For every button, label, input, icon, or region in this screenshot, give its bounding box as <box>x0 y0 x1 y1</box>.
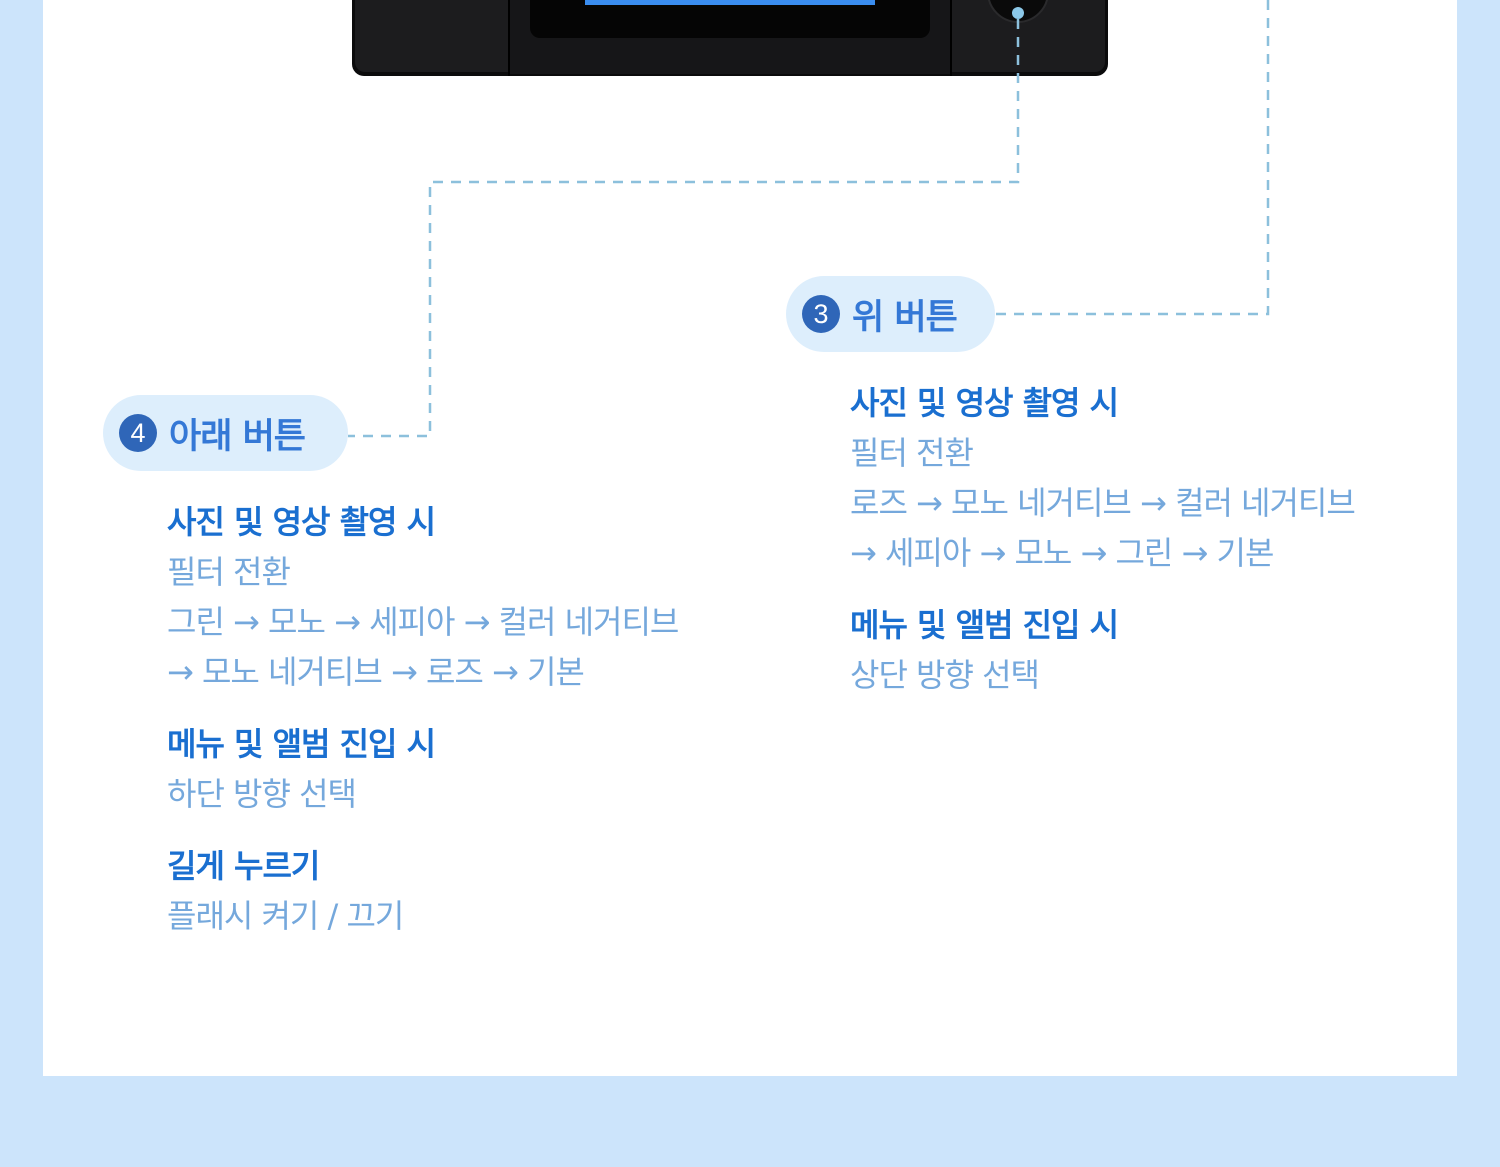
description-line: 그린 → 모노 → 세피아 → 컬러 네거티브 <box>167 603 679 641</box>
group-title: 사진 및 영상 촬영 시 <box>167 503 436 541</box>
down-button-description: 사진 및 영상 촬영 시 필터 전환 그린 → 모노 → 세피아 → 컬러 네거… <box>167 497 679 963</box>
description-line: 로즈 → 모노 네거티브 → 컬러 네거티브 <box>850 484 1356 522</box>
group-title: 사진 및 영상 촬영 시 <box>850 384 1119 422</box>
group-title: 메뉴 및 앨범 진입 시 <box>850 606 1119 644</box>
up-button-description: 사진 및 영상 촬영 시 필터 전환 로즈 → 모노 네거티브 → 컬러 네거티… <box>850 378 1356 722</box>
description-line: 상단 방향 선택 <box>850 656 1040 694</box>
description-line: 필터 전환 <box>850 434 974 472</box>
description-line: 플래시 켜기 / 끄기 <box>167 897 404 935</box>
description-group: 사진 및 영상 촬영 시 필터 전환 로즈 → 모노 네거티브 → 컬러 네거티… <box>850 378 1356 578</box>
down-button-title: 아래 버튼 <box>169 416 306 457</box>
description-line: → 세피아 → 모노 → 그린 → 기본 <box>850 534 1274 572</box>
description-group: 사진 및 영상 촬영 시 필터 전환 그린 → 모노 → 세피아 → 컬러 네거… <box>167 497 679 697</box>
badge-number-3: 3 <box>802 295 840 333</box>
badge-number-4: 4 <box>119 414 157 452</box>
description-line: 필터 전환 <box>167 553 291 591</box>
device-screen <box>585 0 875 5</box>
group-title: 메뉴 및 앨범 진입 시 <box>167 725 436 763</box>
up-button-title: 위 버튼 <box>852 297 958 338</box>
description-group: 메뉴 및 앨범 진입 시 하단 방향 선택 <box>167 719 678 819</box>
description-line: 하단 방향 선택 <box>167 775 357 813</box>
down-button-heading: 4 아래 버튼 <box>103 395 348 471</box>
up-button-heading: 3 위 버튼 <box>786 276 995 352</box>
description-group: 길게 누르기 플래시 켜기 / 끄기 <box>167 841 678 941</box>
group-title: 길게 누르기 <box>167 847 320 885</box>
device-screen-bezel <box>530 0 930 38</box>
camera-device-illustration <box>352 0 1108 76</box>
description-line: → 모노 네거티브 → 로즈 → 기본 <box>167 653 585 691</box>
description-group: 메뉴 및 앨범 진입 시 상단 방향 선택 <box>850 600 1355 700</box>
button-marker-dot <box>1012 7 1024 19</box>
